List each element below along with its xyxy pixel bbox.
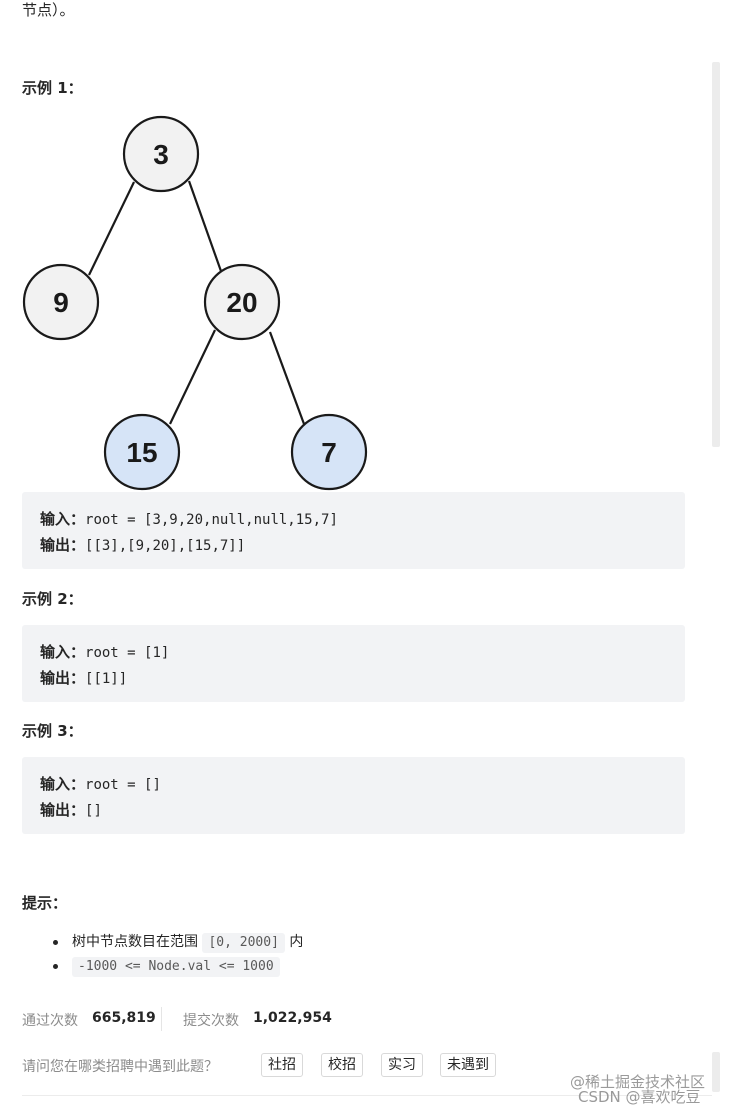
input-value: root = [1] bbox=[85, 645, 170, 661]
bullet-icon bbox=[53, 940, 58, 945]
example-2-code-block: 输入：root = [1] 输出：[[1]] bbox=[22, 625, 685, 702]
output-label: 输出： bbox=[40, 801, 86, 819]
example-3-code-block: 输入：root = [] 输出：[] bbox=[22, 757, 685, 834]
input-label: 输入： bbox=[40, 775, 86, 793]
survey-option-not-encountered[interactable]: 未遇到 bbox=[440, 1053, 496, 1077]
tree-node: 7 bbox=[290, 413, 368, 491]
binary-tree-diagram: 3 9 20 15 7 bbox=[22, 115, 368, 491]
hint-code: [0, 2000] bbox=[202, 933, 285, 953]
survey-option-social-hire[interactable]: 社招 bbox=[261, 1053, 303, 1077]
scrollbar[interactable] bbox=[712, 62, 720, 447]
output-value: [] bbox=[85, 803, 102, 819]
tree-node: 15 bbox=[103, 413, 181, 491]
submitted-count-label: 提交次数 bbox=[183, 1013, 239, 1029]
input-label: 输入： bbox=[40, 510, 86, 528]
hint-text: 树中节点数目在范围 bbox=[72, 934, 198, 950]
bullet-icon bbox=[53, 964, 58, 969]
hint-item-2: -1000 <= Node.val <= 1000 bbox=[72, 956, 280, 977]
output-value: [[1]] bbox=[85, 671, 128, 687]
accepted-count-label: 通过次数 bbox=[22, 1013, 78, 1029]
tree-edge bbox=[268, 331, 306, 425]
tree-edge bbox=[169, 329, 216, 425]
output-label: 输出： bbox=[40, 669, 86, 687]
output-value: [[3],[9,20],[15,7]] bbox=[85, 538, 246, 554]
input-value: root = [] bbox=[85, 777, 161, 793]
tree-node-label: 9 bbox=[53, 287, 69, 318]
survey-question: 请问您在哪类招聘中遇到此题？ bbox=[22, 1059, 218, 1075]
tree-node: 20 bbox=[203, 263, 281, 341]
submitted-count-value: 1,022,954 bbox=[253, 1010, 332, 1026]
tree-node: 9 bbox=[22, 263, 100, 341]
hint-item-1: 树中节点数目在范围 [0, 2000] 内 bbox=[72, 932, 303, 953]
hint-code: -1000 <= Node.val <= 1000 bbox=[72, 957, 280, 977]
hints-heading: 提示： bbox=[22, 894, 68, 912]
output-label: 输出： bbox=[40, 536, 86, 554]
tree-node-label: 3 bbox=[153, 139, 169, 170]
example-3-heading: 示例 3： bbox=[22, 722, 83, 740]
hint-suffix: 内 bbox=[289, 934, 304, 950]
tree-node: 3 bbox=[122, 115, 200, 193]
example-1-heading: 示例 1： bbox=[22, 79, 83, 97]
scrollbar-lower[interactable] bbox=[712, 1052, 720, 1092]
tree-node-label: 20 bbox=[226, 287, 257, 318]
input-value: root = [3,9,20,null,null,15,7] bbox=[85, 512, 338, 528]
watermark-csdn: CSDN @喜欢吃豆 bbox=[578, 1088, 701, 1106]
tree-node-label: 15 bbox=[126, 437, 157, 468]
accepted-count-value: 665,819 bbox=[92, 1010, 156, 1026]
tree-node-label: 7 bbox=[321, 437, 337, 468]
tree-edge bbox=[187, 180, 224, 275]
bottom-divider bbox=[22, 1095, 712, 1096]
input-label: 输入： bbox=[40, 643, 86, 661]
survey-option-campus-hire[interactable]: 校招 bbox=[321, 1053, 363, 1077]
problem-description-tail: 节点）。 bbox=[22, 1, 75, 19]
tree-edge bbox=[88, 181, 135, 276]
stats-divider bbox=[161, 1007, 162, 1031]
survey-option-internship[interactable]: 实习 bbox=[381, 1053, 423, 1077]
example-2-heading: 示例 2： bbox=[22, 590, 83, 608]
example-1-code-block: 输入：root = [3,9,20,null,null,15,7] 输出：[[3… bbox=[22, 492, 685, 569]
watermark-juejin: @稀土掘金技术社区 bbox=[570, 1073, 706, 1091]
